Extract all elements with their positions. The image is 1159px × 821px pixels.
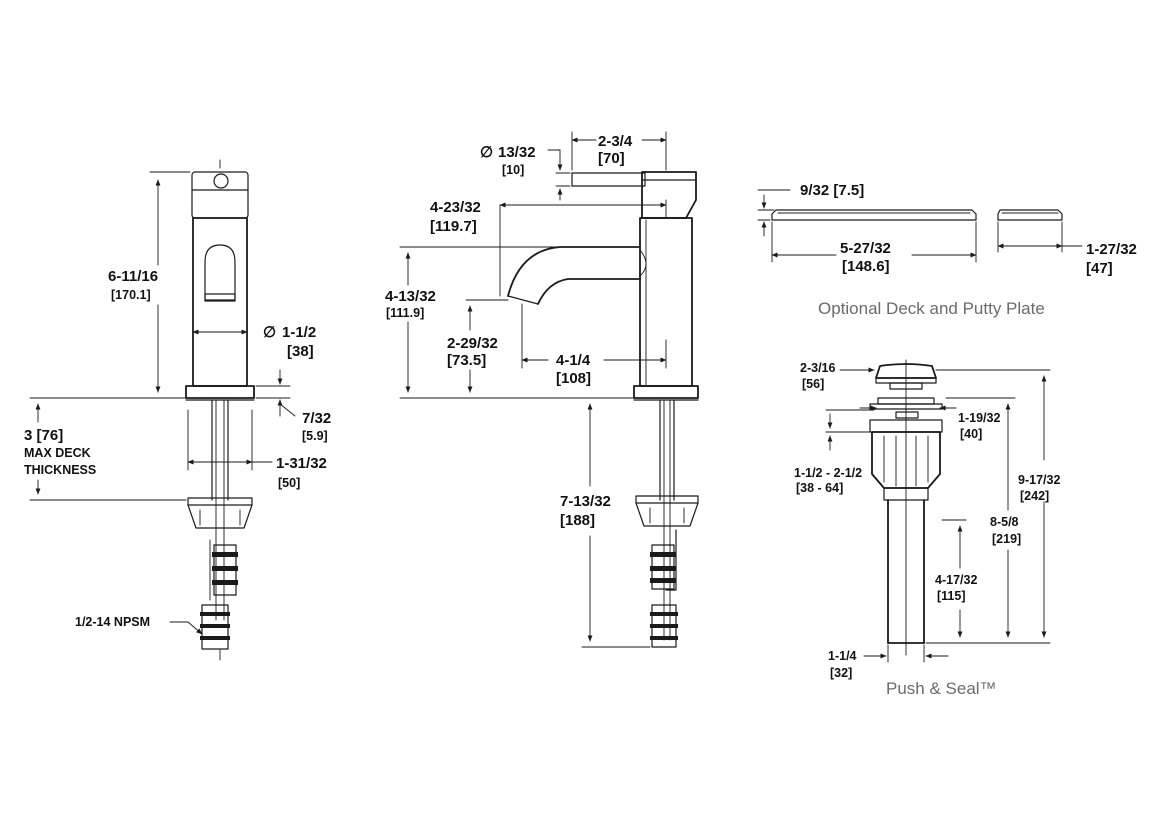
- base-height-mm-label: [5.9]: [302, 429, 328, 443]
- shank-dia-mm-label: [50]: [278, 476, 300, 490]
- height-mm-label: [170.1]: [111, 288, 151, 302]
- plate-length-label: 5-27/32: [840, 240, 891, 257]
- deck-plate-labels: 9/32 [7.5] 5-27/32 [148.6] 1-27/32 [47] …: [800, 182, 1137, 318]
- flange-mm-label: [40]: [960, 427, 982, 441]
- cap-dia-mm-label: [56]: [802, 377, 824, 391]
- mid-label: 8-5/8: [990, 515, 1019, 529]
- handle-dia-label: 13/32: [498, 144, 536, 161]
- lower-label: 4-17/32: [935, 573, 977, 587]
- total-label: 9-17/32: [1018, 473, 1060, 487]
- aerator-height-label: 2-29/32: [447, 335, 498, 352]
- body-dia-mm-label: [38]: [287, 343, 314, 360]
- below-deck-label: 7-13/32: [560, 493, 611, 510]
- tail-dia-mm-label: [32]: [830, 666, 852, 680]
- range-mm-label: [38 - 64]: [796, 481, 843, 495]
- drain-view: [825, 359, 1051, 663]
- drain-labels: 2-3/16 [56] 1-19/32 [40] 1-1/2 - 2-1/2 […: [794, 361, 1060, 698]
- handle-dia-mm-label: [10]: [502, 163, 524, 177]
- deck-line1-label: MAX DECK: [24, 446, 91, 460]
- aerator-reach-mm-label: [108]: [556, 370, 591, 387]
- body-dia-label: 1-1/2: [282, 324, 316, 341]
- deck-line2-label: THICKNESS: [24, 463, 96, 477]
- total-mm-label: [242]: [1020, 489, 1049, 503]
- range-label: 1-1/2 - 2-1/2: [794, 466, 862, 480]
- cap-dia-label: 2-3/16: [800, 361, 835, 375]
- spout-reach-label: 4-23/32: [430, 199, 481, 216]
- lower-mm-label: [115]: [937, 589, 966, 603]
- plate-thickness-label: 9/32 [7.5]: [800, 182, 864, 199]
- plate-width-label: 1-27/32: [1086, 241, 1137, 258]
- diameter-symbol: ∅: [263, 324, 276, 341]
- handle-len-mm-label: [70]: [598, 150, 625, 167]
- tail-dia-label: 1-1/4: [828, 649, 857, 663]
- height-label: 6-11/16: [108, 268, 158, 285]
- plate-length-mm-label: [148.6]: [842, 258, 890, 275]
- drain-caption: Push & Seal™: [886, 679, 997, 698]
- faucet-side-view: [399, 131, 699, 648]
- spout-reach-mm-label: [119.7]: [430, 218, 477, 235]
- deck-plate-caption: Optional Deck and Putty Plate: [818, 299, 1045, 318]
- spout-height-label: 4-13/32: [385, 288, 436, 305]
- below-deck-mm-label: [188]: [560, 512, 595, 529]
- thread-label: 1/2-14 NPSM: [75, 615, 150, 629]
- spout-height-mm-label: [111.9]: [386, 306, 424, 320]
- plate-width-mm-label: [47]: [1086, 260, 1113, 277]
- mid-mm-label: [219]: [992, 532, 1021, 546]
- shank-dia-label: 1-31/32: [276, 455, 327, 472]
- deck-plate-view: [757, 189, 1083, 263]
- aerator-reach-label: 4-1/4: [556, 352, 591, 369]
- base-height-label: 7/32: [302, 410, 331, 427]
- flange-label: 1-19/32: [958, 411, 1000, 425]
- front-view-labels: 6-11/16 [170.1] ∅ 1-1/2 [38] 3 [76] MAX …: [24, 268, 331, 629]
- handle-len-label: 2-3/4: [598, 133, 633, 150]
- faucet-front-view: [29, 159, 296, 661]
- deck-thickness-label: 3 [76]: [24, 427, 63, 444]
- diameter-symbol-2: ∅: [480, 144, 493, 161]
- aerator-height-mm-label: [73.5]: [447, 352, 486, 369]
- side-view-labels: ∅ 13/32 [10] 2-3/4 [70] 4-23/32 [119.7] …: [385, 133, 633, 529]
